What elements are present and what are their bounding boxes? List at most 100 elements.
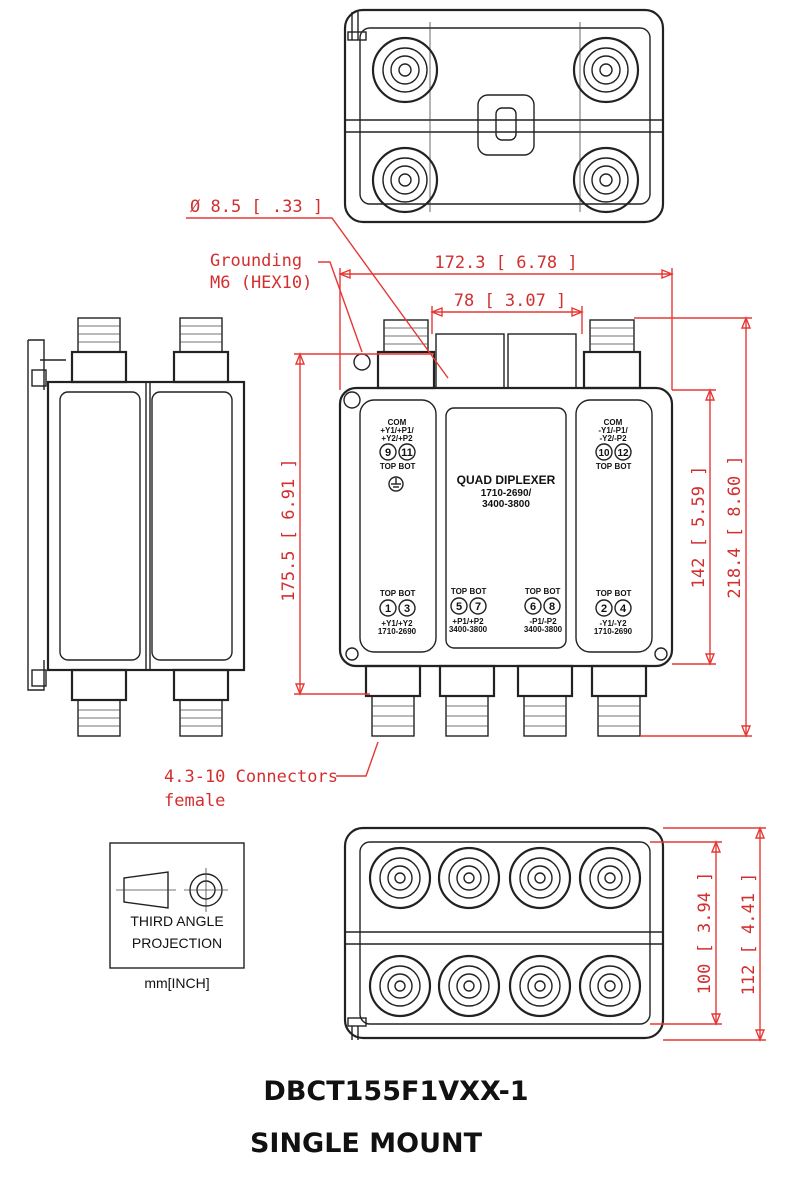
- front-top-connector: [376, 319, 436, 390]
- port-circle: [614, 443, 632, 461]
- port-group-band: 3400-3800: [449, 625, 488, 634]
- grounding-label: Grounding: [210, 251, 302, 271]
- third-angle-projection-icon: [116, 868, 228, 912]
- port-circle: [595, 599, 613, 617]
- port-number: 5: [456, 601, 462, 613]
- model-number: DBCT155F1VXX-1: [263, 1076, 528, 1107]
- bottom-view-connector: [508, 846, 572, 910]
- port-group-band: 1710-2690: [378, 627, 417, 636]
- port-number: 6: [530, 601, 536, 613]
- port-group-label: -Y2/-P2: [599, 434, 627, 443]
- front-view: QUAD DIPLEXER 1710-2690/ 3400-3800 COM +…: [338, 319, 674, 737]
- body-depth-dimension: 100 [ 3.94 ]: [695, 872, 715, 995]
- top-label: TOP: [525, 587, 542, 596]
- port-number: 2: [601, 603, 607, 615]
- top-view: [343, 8, 665, 224]
- bottom-view-connector: [578, 954, 642, 1018]
- projection-legend: THIRD ANGLE PROJECTION mm[INCH]: [109, 842, 245, 991]
- port-number: 3: [404, 603, 410, 615]
- port-group-band: 1710-2690: [594, 627, 633, 636]
- port-number: 7: [475, 601, 481, 613]
- connectors-gender: female: [164, 791, 225, 811]
- bot-label: BOT: [544, 587, 561, 596]
- port-number: 12: [617, 448, 629, 459]
- grounding-spec: M6 (HEX10): [210, 273, 312, 293]
- port-group-label: +Y1/+P1/: [380, 426, 414, 435]
- port-group-label: COM: [388, 418, 407, 427]
- top-label: TOP: [451, 587, 468, 596]
- bottom-view: [343, 826, 665, 1040]
- port-number: 4: [620, 603, 627, 615]
- top-label: TOP: [596, 589, 613, 598]
- bottom-view-connector: [437, 846, 501, 910]
- ground-symbol-icon: [388, 476, 404, 492]
- bottom-view-connector: [368, 846, 432, 910]
- overall-width-dimension: 172.3 [ 6.78 ]: [434, 253, 577, 273]
- projection-label: THIRD ANGLE: [130, 913, 223, 929]
- top-view-connector: [572, 36, 640, 104]
- bot-label: BOT: [470, 587, 487, 596]
- bottom-view-connector: [368, 954, 432, 1018]
- overall-depth-dimension: 112 [ 4.41 ]: [739, 873, 759, 996]
- bottom-view-connector: [578, 846, 642, 910]
- inner-height-dimension: 142 [ 5.59 ]: [689, 466, 709, 589]
- port-group-label: +Y2/+P2: [381, 434, 413, 443]
- side-view-connector: [70, 668, 128, 737]
- mount-type: SINGLE MOUNT: [250, 1128, 483, 1159]
- port-number: 10: [598, 448, 610, 459]
- port-number: 9: [385, 447, 391, 459]
- overall-height-dimension: 218.4 [ 8.60 ]: [725, 455, 745, 598]
- front-bottom-connector: [590, 664, 648, 737]
- front-bottom-connector: [438, 664, 496, 737]
- port-circle: [543, 597, 561, 615]
- port-group-label: COM: [604, 418, 623, 427]
- product-band-2: 3400-3800: [482, 499, 530, 510]
- side-view-connector: [172, 668, 230, 737]
- bot-label: BOT: [615, 589, 632, 598]
- port-circle: [398, 443, 416, 461]
- port-group-label: +Y1/+Y2: [381, 619, 413, 628]
- side-view: [27, 317, 246, 737]
- port-circle: [469, 597, 487, 615]
- hole-diameter-dimension: Ø 8.5 [ .33 ]: [190, 197, 323, 217]
- top-label: TOP: [596, 462, 613, 471]
- side-view-connector: [172, 317, 230, 384]
- port-group-label: +P1/+P2: [452, 617, 484, 626]
- bot-label: BOT: [399, 589, 416, 598]
- top-view-connector: [371, 36, 439, 104]
- units-label: mm[INCH]: [144, 975, 209, 991]
- port-group-label: -Y1/-Y2: [599, 619, 627, 628]
- port-group-label: -P1/-P2: [529, 617, 557, 626]
- top-view-connector: [371, 146, 439, 214]
- bottom-view-connector: [437, 954, 501, 1018]
- port-number: 11: [401, 447, 413, 459]
- top-view-connector: [572, 146, 640, 214]
- front-bottom-connector: [364, 664, 422, 737]
- port-number: 8: [549, 601, 555, 613]
- bot-label: BOT: [399, 462, 416, 471]
- port-circle: [379, 599, 397, 617]
- port-number: 1: [385, 603, 391, 615]
- port-circle: [614, 599, 632, 617]
- port-group-label: -Y1/-P1/: [598, 426, 628, 435]
- body-height-dimension: 175.5 [ 6.91 ]: [279, 458, 299, 601]
- connector-spacing-dimension: 78 [ 3.07 ]: [454, 291, 567, 311]
- port-group-band: 3400-3800: [524, 625, 563, 634]
- bot-label: BOT: [615, 462, 632, 471]
- top-label: TOP: [380, 589, 397, 598]
- front-top-connector: [582, 319, 642, 390]
- front-bottom-connector: [516, 664, 574, 737]
- side-view-connector: [70, 317, 128, 384]
- bottom-view-connector: [508, 954, 572, 1018]
- port-circle: [398, 599, 416, 617]
- connectors-label: 4.3-10 Connectors: [164, 767, 338, 787]
- projection-label: PROJECTION: [132, 935, 222, 951]
- product-name: QUAD DIPLEXER: [457, 473, 556, 487]
- port-circle: [450, 597, 468, 615]
- dimension-lines: Ø 8.5 [ .33 ] Grounding M6 (HEX10) 172.3…: [164, 197, 766, 1042]
- port-circle: [595, 443, 613, 461]
- top-label: TOP: [380, 462, 397, 471]
- port-circle: [379, 443, 397, 461]
- port-circle: [524, 597, 542, 615]
